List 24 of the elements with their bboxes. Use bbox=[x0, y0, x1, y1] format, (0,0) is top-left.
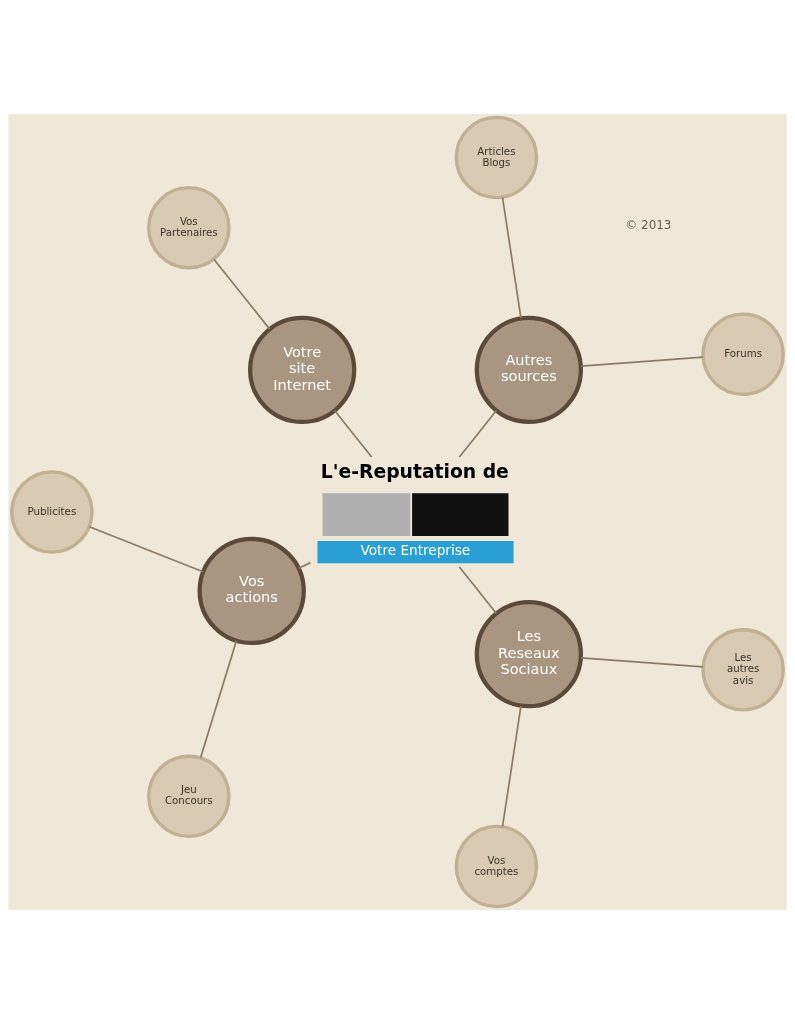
connector bbox=[213, 258, 271, 330]
node-circle: Vos comptes bbox=[454, 824, 539, 909]
node-circle: Votre site Internet bbox=[248, 315, 357, 425]
node-circle: Publicites bbox=[10, 470, 94, 554]
node-circle: Articles Blogs bbox=[454, 115, 539, 200]
node-circle: Forums bbox=[701, 312, 785, 397]
label: © 2013 bbox=[625, 217, 672, 232]
node-circle: Vos Partenaires bbox=[147, 185, 231, 270]
connector bbox=[88, 525, 204, 573]
connector bbox=[501, 196, 522, 320]
node-circle: Les autres avis bbox=[701, 627, 785, 712]
node-circle: Autres sources bbox=[474, 315, 584, 425]
connector bbox=[297, 561, 312, 570]
node-circle: Les Reseaux Sociaux bbox=[474, 599, 584, 709]
node-circle: Vos actions bbox=[197, 536, 306, 646]
connector bbox=[199, 640, 238, 759]
connector bbox=[501, 704, 522, 828]
connector bbox=[580, 356, 704, 367]
connector bbox=[333, 409, 373, 458]
node-label: L'e-Reputation de bbox=[320, 461, 509, 483]
connector bbox=[580, 657, 704, 668]
connector bbox=[458, 566, 498, 615]
node-circle: Jeu Concours bbox=[147, 754, 231, 839]
connector bbox=[458, 409, 498, 458]
